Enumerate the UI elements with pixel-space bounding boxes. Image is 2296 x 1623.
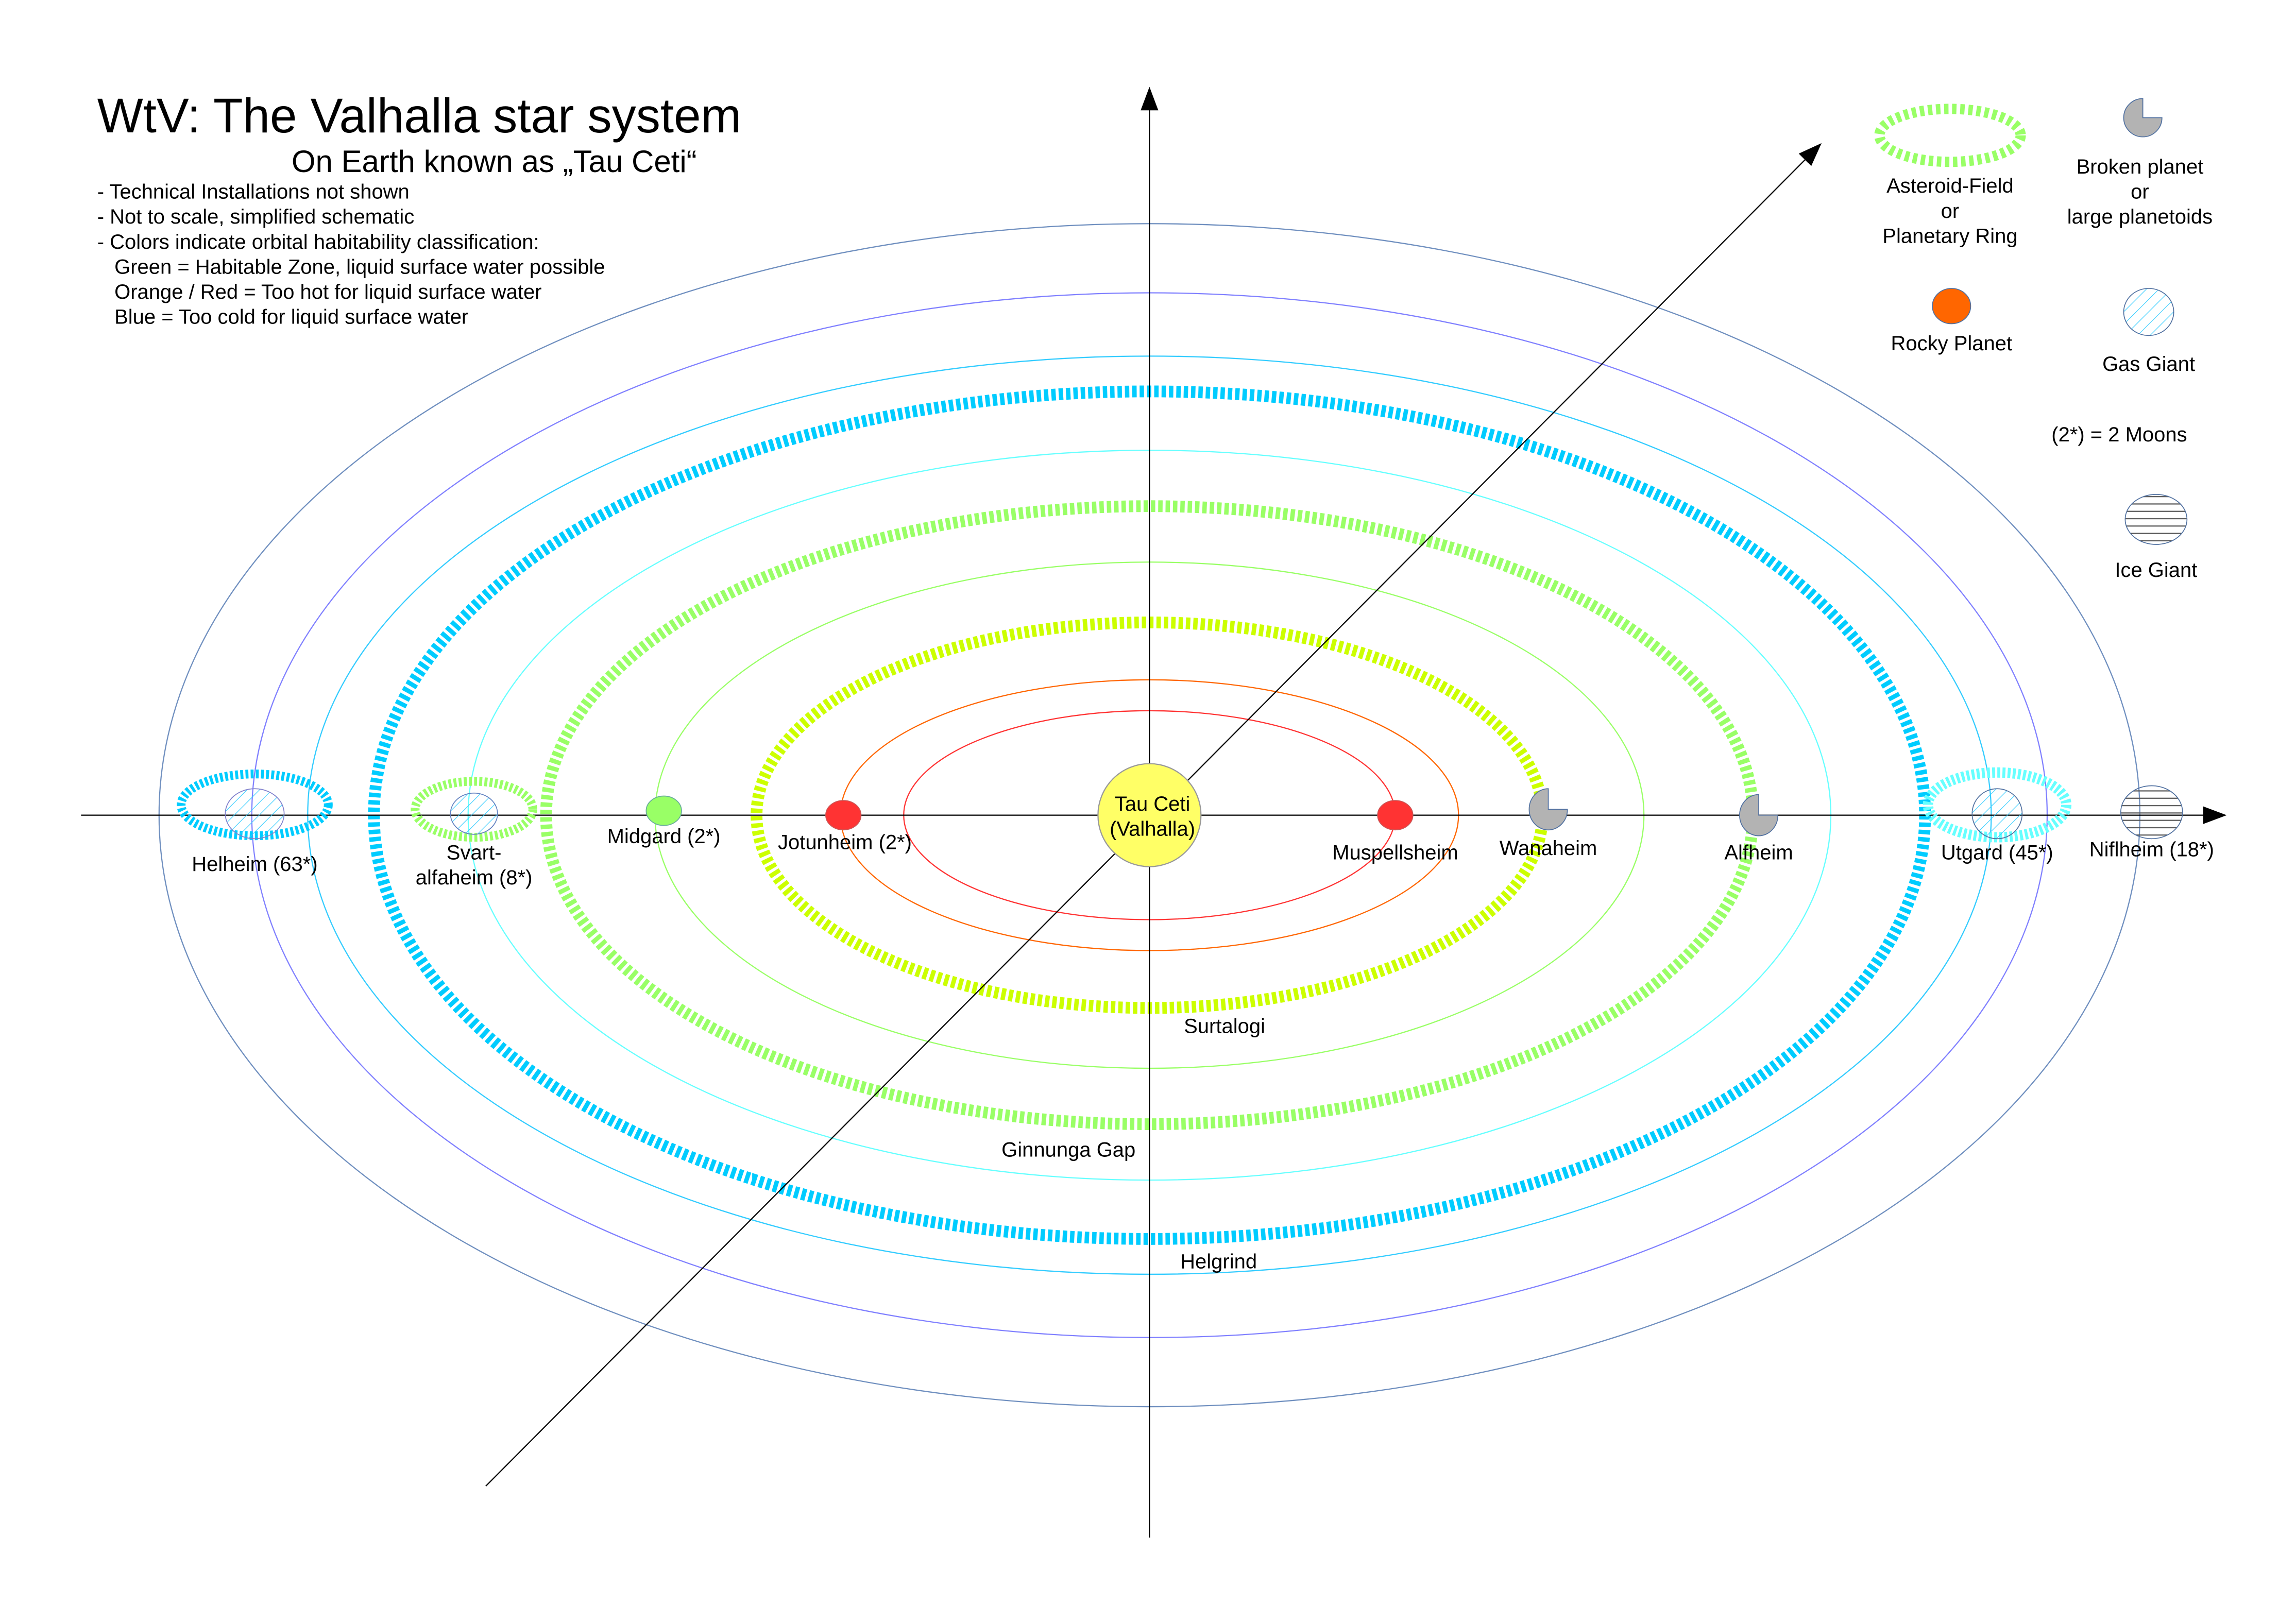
note-line: - Not to scale, simplified schematic <box>97 206 415 228</box>
utgard-ring <box>1923 767 2072 843</box>
midgard-planet-icon <box>645 795 682 826</box>
utgard-label: Utgard (45*) <box>1941 841 2053 864</box>
legend-asteroid-label-2: or <box>1941 200 1960 223</box>
helheim-ring <box>177 770 333 841</box>
legend-asteroid-field-icon <box>1874 104 2026 167</box>
wanaheim-label: Wanaheim <box>1500 837 1597 860</box>
note-line: - Colors indicate orbital habitability c… <box>97 231 539 253</box>
note-line: Blue = Too cold for liquid surface water <box>97 305 468 328</box>
legend-ice-label: Ice Giant <box>2115 559 2197 582</box>
surtalogi-label: Surtalogi <box>1184 1015 1265 1037</box>
legend-ice-giant-icon <box>2124 494 2188 545</box>
legend-gas-label: Gas Giant <box>2102 353 2195 375</box>
svartalfaheim-label-1: Svart- <box>447 841 502 864</box>
svartalfaheim-ring <box>411 777 537 842</box>
star-label-2: (Valhalla) <box>1110 818 1195 841</box>
legend-asteroid-label-3: Planetary Ring <box>1882 225 2017 247</box>
page-subtitle: On Earth known as „Tau Ceti“ <box>292 144 697 179</box>
notes: - Technical Installations not shown - No… <box>97 181 605 329</box>
ginnunga-label: Ginnunga Gap <box>1001 1138 1135 1161</box>
svartalfaheim-label-2: alfaheim (8*) <box>416 866 533 889</box>
muspellsheim-label: Muspellsheim <box>1332 841 1458 864</box>
niflheim-label: Niflheim (18*) <box>2089 839 2214 861</box>
svartalfaheim-gas-giant-icon <box>450 792 498 835</box>
legend-broken-label-2: or <box>2131 181 2149 203</box>
niflheim-ice-giant-icon <box>2120 785 2183 840</box>
helheim-label: Helheim (63*) <box>192 853 317 876</box>
note-line: - Technical Installations not shown <box>97 181 410 203</box>
legend-rocky-label: Rocky Planet <box>1891 332 2012 355</box>
midgard-label: Midgard (2*) <box>607 825 721 848</box>
helgrind-label: Helgrind <box>1180 1251 1257 1273</box>
alfheim-label: Alfheim <box>1724 841 1793 864</box>
legend-asteroid-label-1: Asteroid-Field <box>1886 175 2014 197</box>
legend-gas-giant-icon <box>2123 288 2174 336</box>
note-line: Green = Habitable Zone, liquid surface w… <box>97 255 605 278</box>
legend-rocky-planet-icon <box>1932 288 1971 324</box>
page-title: WtV: The Valhalla star system <box>97 89 741 143</box>
wanaheim-broken-planet-icon <box>1528 788 1568 831</box>
jotunheim-label: Jotunheim (2*) <box>778 831 912 853</box>
star-tau-ceti <box>1097 763 1202 867</box>
jotunheim-planet-icon <box>825 800 862 831</box>
legend: Asteroid-Field or Planetary Ring Broken … <box>1874 98 2213 582</box>
legend-broken-planet-icon <box>2123 98 2163 138</box>
alfheim-broken-planet-icon <box>1739 794 1779 836</box>
utgard-gas-giant-icon <box>1971 788 2023 840</box>
legend-moons-label: (2*) = 2 Moons <box>2051 423 2187 446</box>
note-line: Orange / Red = Too hot for liquid surfac… <box>97 281 542 303</box>
legend-broken-label-3: large planetoids <box>2067 206 2213 228</box>
legend-broken-label-1: Broken planet <box>2077 156 2204 178</box>
helheim-gas-giant-icon <box>225 788 285 840</box>
star-label-1: Tau Ceti <box>1115 793 1190 815</box>
muspellsheim-planet-icon <box>1377 800 1414 831</box>
